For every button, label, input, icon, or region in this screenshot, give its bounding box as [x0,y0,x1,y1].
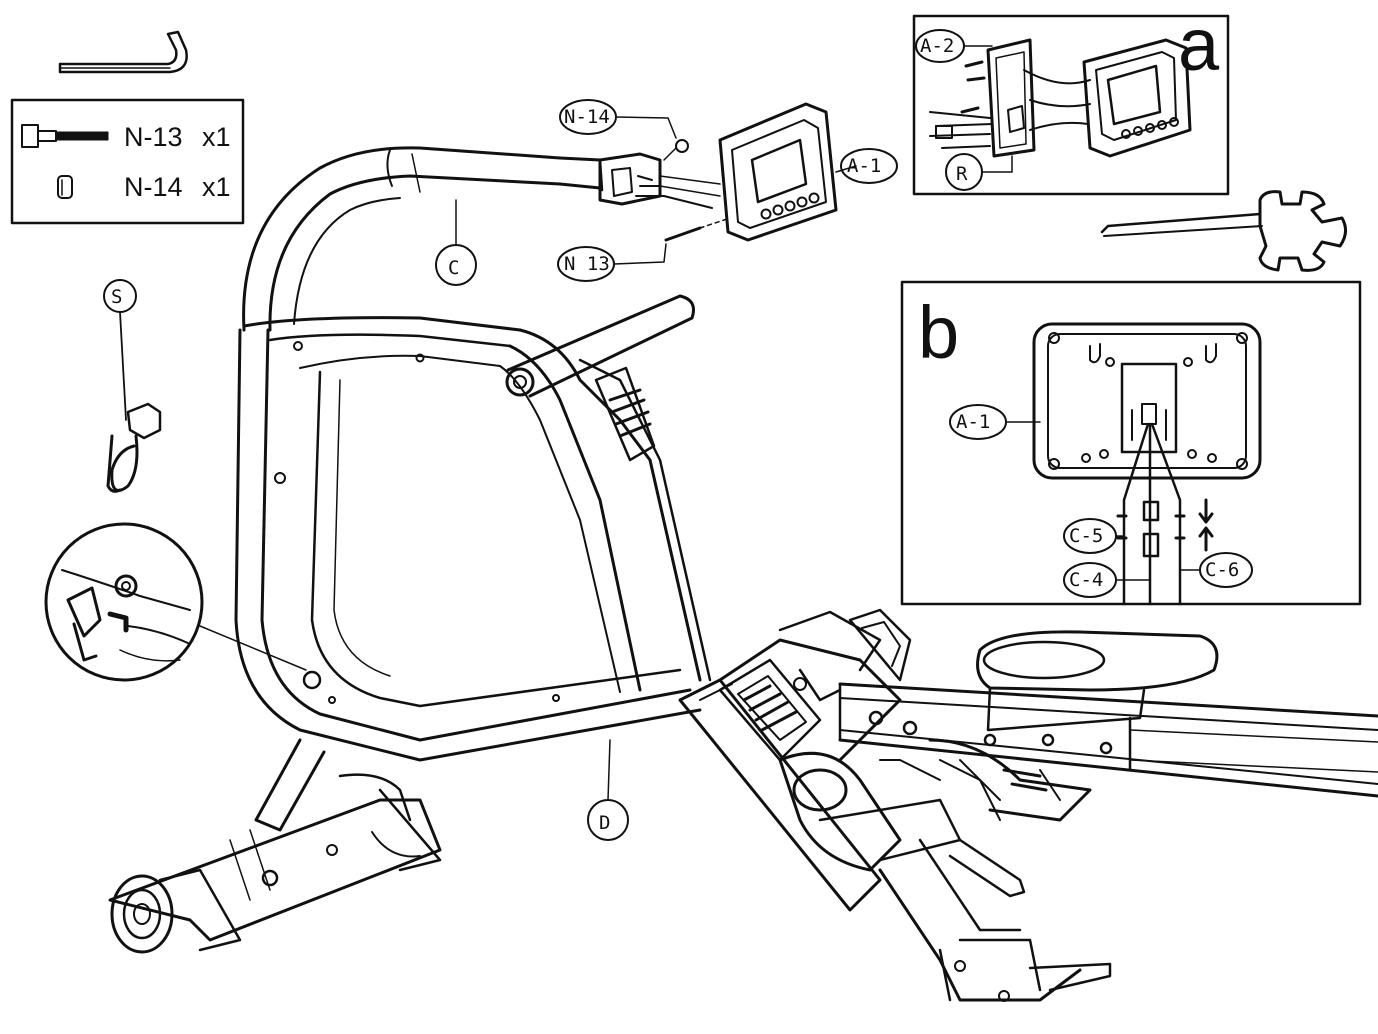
part-qty-n13: x1 [202,122,231,152]
callout-d-label: D [599,812,610,834]
parts-list-box: N-13 x1 N-14 x1 [10,98,245,225]
handlebar-upright-c [242,146,665,332]
detail-circle [44,522,307,682]
part-code-n13: N-13 [124,122,183,152]
callout-c6-label: C-6 [1205,559,1239,581]
inset-a-label: a [1178,3,1220,86]
allen-key-icon [58,30,188,74]
callout-c5-label: C-5 [1069,525,1103,547]
callout-a1b-label: A-1 [956,411,990,433]
part-code-n14: N-14 [124,172,183,202]
inset-a [912,14,1230,196]
main-frame-d [234,316,712,762]
front-stabilizer [108,738,442,954]
side-handle [505,294,695,462]
callout-n13-label: N 13 [564,253,610,275]
bolt-icon [21,124,109,148]
inset-b-label: b [918,291,959,374]
callout-c4-label: C-4 [1069,569,1103,591]
console-wires [659,139,731,242]
callout-n14-label: N-14 [564,106,610,128]
callout-a1-label: A-1 [847,155,881,177]
footrest-assembly [678,608,1112,1002]
callout-a2-label: A-2 [920,35,954,57]
console-monitor [718,102,857,242]
seat-and-rail [838,630,1378,801]
wrench-icon [1100,190,1347,272]
power-adapter-icon [103,279,162,493]
callout-s-label: S [111,286,122,308]
callout-r-label: R [956,163,968,185]
inset-b [900,280,1362,606]
nut-icon [57,175,73,199]
part-qty-n14: x1 [202,172,231,202]
callouts [435,29,1253,841]
callout-c-label: C [448,257,459,279]
